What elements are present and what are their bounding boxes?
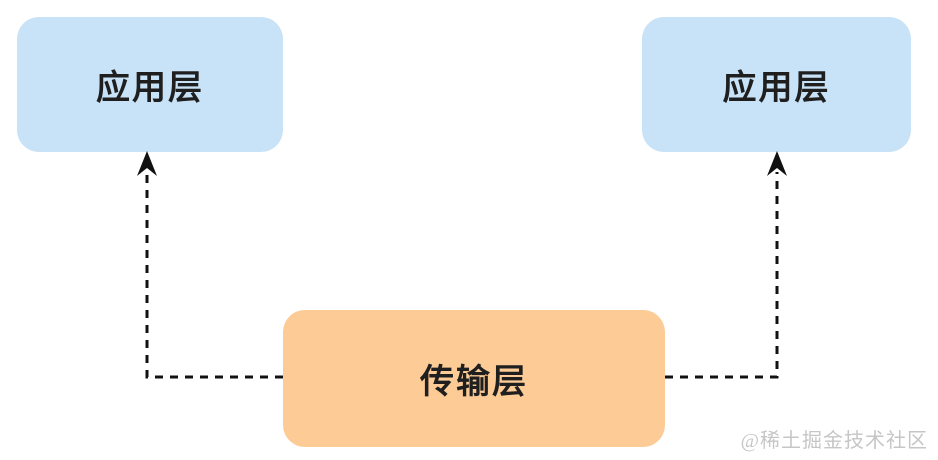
arrow-transport-to-app-right [665,151,787,379]
arrow-transport-to-app-left [137,151,283,379]
node-application-layer-left: 应用层 [17,17,283,152]
dashed-line [665,172,779,379]
node-label: 应用层 [722,69,831,107]
node-transport-layer: 传输层 [283,310,665,447]
node-label: 应用层 [96,69,204,107]
up-arrowhead-icon [767,151,787,176]
dashed-line [145,172,283,379]
node-label: 传输层 [420,363,528,401]
watermark: @稀土掘金技术社区 [740,430,928,452]
node-application-layer-right: 应用层 [642,17,911,152]
up-arrowhead-icon [137,151,157,176]
